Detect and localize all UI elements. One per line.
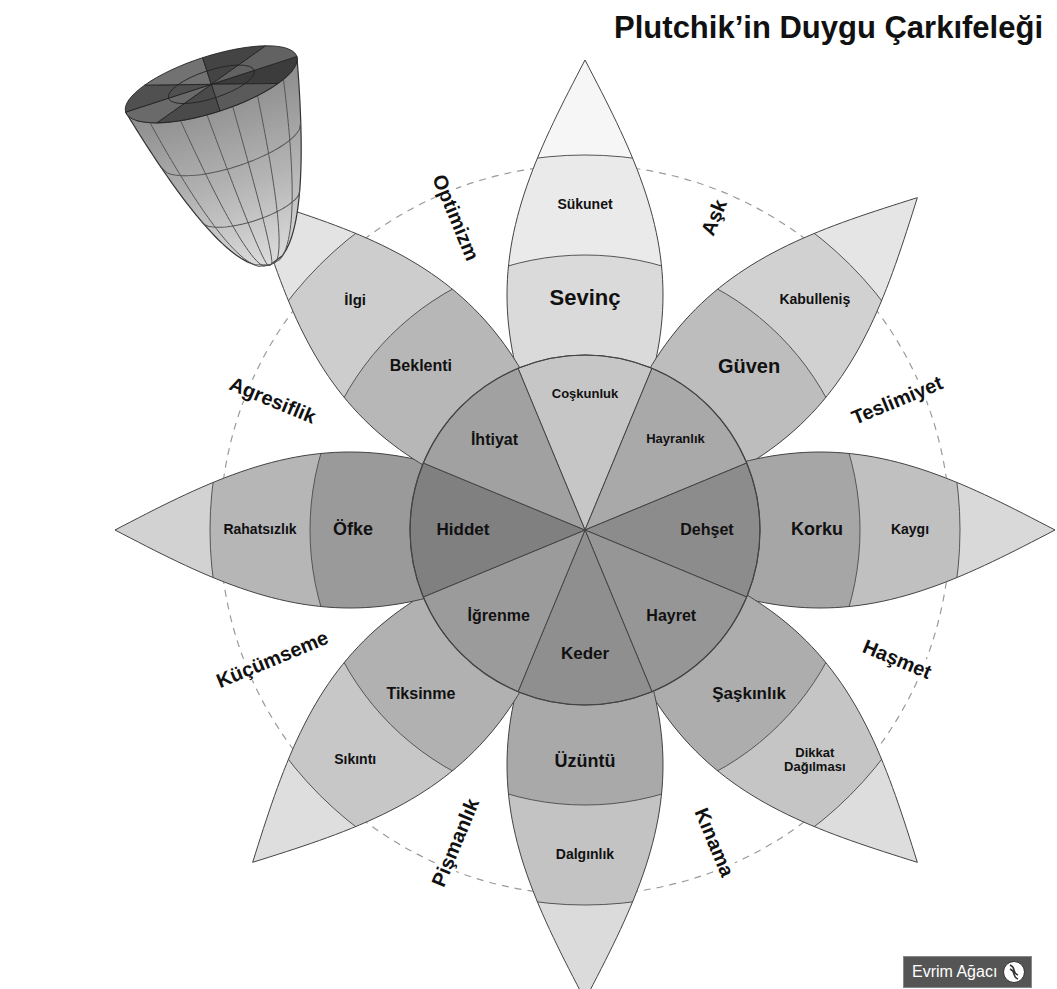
cone-meridian — [219, 96, 309, 265]
outer-band — [210, 155, 960, 905]
emotion-band: Kaygı — [891, 522, 929, 537]
emotion-band: Şaşkınlık — [712, 685, 786, 704]
middle-band — [310, 255, 860, 805]
emotion-label: Hiddet — [437, 521, 490, 540]
dyad-label: Küçümseme — [211, 625, 335, 694]
middle-band — [310, 255, 860, 805]
emotion-label: Sevinç — [550, 286, 621, 310]
emotion-band: İlgi — [344, 292, 366, 309]
emotion-band: Öfke — [333, 520, 373, 540]
dyad-label: Agresiflik — [223, 371, 322, 429]
watermark: Evrim Ağacı — [903, 956, 1032, 988]
cone-meridian — [217, 79, 337, 265]
middle-band — [310, 255, 860, 805]
outer-band — [210, 155, 960, 905]
middle-band — [310, 255, 860, 805]
outer-band — [210, 155, 960, 905]
emotion-band: Korku — [791, 520, 843, 540]
middle-band — [310, 255, 860, 805]
emotion-band: Hiddet — [437, 521, 490, 540]
dyad-label: Kınama — [689, 802, 740, 883]
emotion-label: Kabulleniş — [779, 292, 850, 307]
emotion-band: Üzüntü — [555, 752, 616, 772]
emotion-label: Sıkıntı — [334, 752, 376, 767]
emotion-label: Tiksinme — [386, 685, 455, 703]
emotion-label: Kaygı — [891, 522, 929, 537]
emotion-label: Korku — [791, 520, 843, 540]
emotion-label: Hayret — [646, 607, 696, 625]
cone-meridian — [207, 111, 270, 270]
emotion-band: Dalgınlık — [556, 847, 614, 862]
emotion-band: Keder — [561, 645, 609, 664]
core-circle — [410, 355, 760, 705]
emotion-band: Sevinç — [550, 286, 621, 310]
emotion-label: Dikkat Dağılması — [776, 746, 854, 775]
emotion-label: Üzüntü — [555, 752, 616, 772]
petal — [210, 155, 960, 989]
cone-ring — [161, 121, 308, 188]
petal — [210, 155, 960, 905]
emotion-label: İğrenme — [468, 607, 530, 625]
emotion-label: Coşkunluk — [552, 387, 618, 401]
emotion-band: Sıkıntı — [334, 752, 376, 767]
emotion-band: İğrenme — [468, 607, 530, 625]
emotion-label: Öfke — [333, 520, 373, 540]
title: Plutchik’in Duygu Çarkıfeleği — [614, 10, 1043, 46]
emotion-label: Sükunet — [557, 197, 612, 212]
emotion-band: Rahatsızlık — [223, 522, 296, 537]
outer-band — [210, 155, 960, 905]
emotion-band: Beklenti — [390, 357, 452, 375]
petal — [210, 155, 960, 905]
cone-meridian — [150, 101, 270, 287]
dyad-label: Aşk — [696, 194, 734, 242]
middle-band — [310, 255, 860, 805]
middle-band — [310, 255, 860, 805]
petal — [210, 155, 1055, 905]
dyad-label: Pişmanlık — [426, 792, 485, 893]
dyad-label: Haşmet — [857, 634, 938, 685]
cone-top-wedge — [205, 38, 297, 85]
cone-top-wedge — [142, 58, 211, 104]
emotion-label: Hayranlık — [646, 432, 705, 446]
outer-band — [210, 155, 960, 905]
emotion-band: İhtiyat — [471, 431, 518, 449]
emotion-label: Dalgınlık — [556, 847, 614, 862]
emotion-label: Güven — [718, 355, 780, 377]
dyad-label: Optimizm — [426, 168, 484, 267]
emotion-band: Dehşet — [680, 521, 733, 539]
core-outline — [410, 355, 760, 705]
cone-illustration — [117, 30, 356, 293]
emotion-label: İhtiyat — [471, 431, 518, 449]
emotion-band: Coşkunluk — [552, 387, 618, 401]
petal — [210, 155, 960, 905]
outer-band — [210, 155, 960, 905]
emotion-band: Tiksinme — [386, 685, 455, 703]
emotion-label: Şaşkınlık — [712, 685, 786, 704]
outer-band — [210, 155, 960, 905]
emotion-band: Hayret — [646, 607, 696, 625]
cone-top-ring — [164, 57, 258, 111]
dyad-label: Teslimiyet — [846, 370, 949, 430]
emotion-band: Sükunet — [557, 197, 612, 212]
emotion-label: Beklenti — [390, 357, 452, 375]
emotion-label: İlgi — [344, 292, 366, 309]
petal — [210, 155, 960, 905]
petal — [210, 60, 960, 905]
emotion-band: Hayranlık — [646, 432, 705, 446]
emotion-band: Kabulleniş — [779, 292, 850, 307]
cone-ring — [201, 189, 305, 236]
middle-band — [310, 255, 860, 805]
emotion-label: Rahatsızlık — [223, 522, 296, 537]
petal — [115, 155, 960, 905]
emotion-label: Keder — [561, 645, 609, 664]
logo-icon — [1002, 960, 1026, 984]
emotion-label: Dehşet — [680, 521, 733, 539]
outer-band — [210, 155, 960, 905]
emotion-band: Güven — [718, 355, 780, 377]
emotion-band: Dikkat Dağılması — [776, 746, 854, 775]
